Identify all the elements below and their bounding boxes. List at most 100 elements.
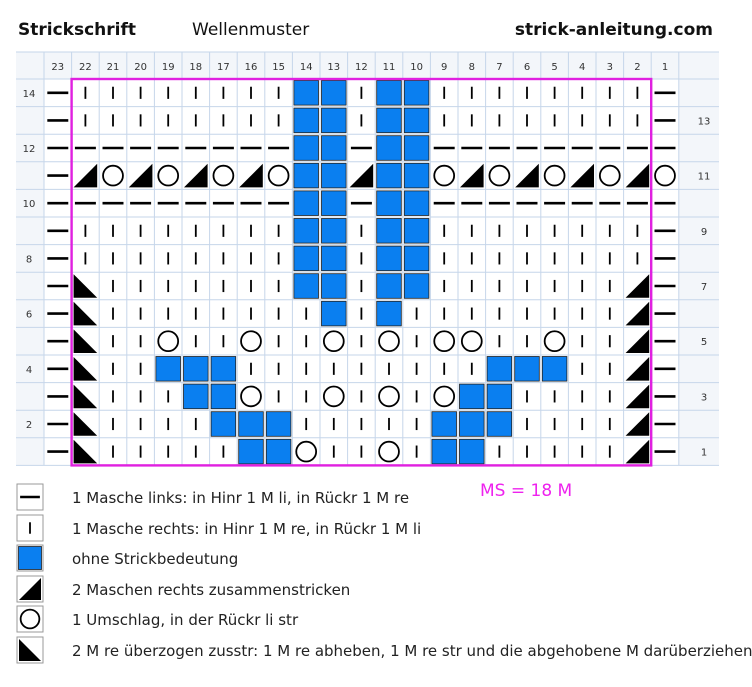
no-stitch-cell [293, 107, 319, 134]
k2tog-symbol [349, 163, 374, 188]
k2tog-symbol [570, 163, 594, 188]
ssk-symbol [73, 274, 98, 298]
k2tog-symbol [625, 329, 650, 353]
no-stitch-cell [486, 356, 513, 382]
column-number: 6 [524, 62, 530, 73]
ssk-symbol [73, 412, 98, 436]
no-stitch-cell [403, 218, 430, 244]
row-number-right: 13 [698, 116, 711, 127]
no-stitch-cell [321, 190, 347, 216]
ssk-symbol [73, 439, 98, 464]
no-stitch-cell [265, 411, 292, 437]
no-stitch-cell [210, 411, 237, 437]
yarn-over-symbol [212, 164, 235, 187]
no-stitch-cell [321, 107, 347, 134]
yarn-over-symbol [543, 164, 566, 187]
column-number: 22 [79, 62, 92, 73]
legend-text: 2 Maschen rechts zusammenstricken [72, 580, 351, 599]
no-stitch-cell [403, 80, 430, 106]
no-stitch-cell [321, 218, 347, 244]
column-number: 2 [634, 62, 640, 73]
no-stitch-cell-legend-icon [16, 544, 44, 572]
k2tog-symbol [460, 163, 484, 188]
yarn-over-symbol [543, 330, 566, 353]
column-number: 23 [51, 62, 64, 73]
no-stitch-cell [321, 162, 347, 189]
yarn-over-legend-icon [16, 605, 44, 633]
no-stitch-cell [321, 135, 347, 161]
yarn-over-symbol [433, 164, 456, 187]
purl-stitch-legend-icon [16, 483, 44, 511]
yarn-over-symbol [240, 385, 262, 408]
column-number: 15 [272, 62, 285, 73]
column-number: 3 [607, 62, 613, 73]
k2tog-symbol [625, 439, 650, 464]
column-number: 4 [579, 62, 585, 73]
legend-item: 2 M re überzogen zusstr: 1 M re abheben,… [16, 635, 752, 665]
row-number-left: 10 [23, 199, 36, 210]
legend-item: 1 Masche links: in Hinr 1 M li, in Rückr… [16, 482, 736, 512]
no-stitch-cell [155, 356, 181, 382]
column-number: 10 [410, 62, 423, 73]
stitch-repeat-border [70, 77, 653, 467]
yarn-over-symbol [378, 385, 400, 408]
no-stitch-cell [376, 135, 402, 161]
column-number: 19 [162, 62, 175, 73]
legend-text: 1 Masche links: in Hinr 1 M li, in Rückr… [72, 489, 410, 507]
no-stitch-cell [376, 190, 402, 216]
no-stitch-cell [403, 162, 430, 189]
legend-text: ohne Strickbedeutung [72, 550, 239, 568]
no-stitch-cell [293, 80, 319, 106]
k2tog-symbol [625, 384, 650, 409]
yarn-over-symbol [267, 164, 290, 187]
row-number-left: 8 [26, 254, 32, 265]
no-stitch-cell [376, 245, 402, 272]
yarn-over-symbol [102, 164, 124, 187]
row-number-right: 9 [701, 227, 707, 238]
no-stitch-cell [459, 383, 485, 410]
column-number: 20 [134, 62, 147, 73]
yarn-over-symbol [157, 164, 180, 187]
column-number: 17 [217, 62, 230, 73]
column-number: 14 [300, 62, 313, 73]
site-name: strick-anleitung.com [514, 20, 713, 40]
yarn-over-symbol [378, 440, 400, 463]
pattern-name: Wellenmuster [192, 20, 310, 40]
ssk-symbol [73, 384, 98, 409]
no-stitch-cell [210, 383, 237, 410]
yarn-over-symbol [654, 164, 676, 187]
k2tog-symbol [625, 412, 650, 436]
no-stitch-cell [293, 190, 319, 216]
yarn-over-symbol [460, 330, 483, 353]
no-stitch-cell [431, 411, 457, 437]
legend-item: ohne Strickbedeutung [16, 543, 736, 573]
legend-text: 1 Umschlag, in der Rückr li str [72, 611, 299, 629]
k2tog-symbol [625, 163, 650, 188]
no-stitch-cell [183, 356, 209, 382]
column-number: 21 [107, 62, 120, 73]
column-number: 5 [551, 62, 557, 73]
legend-item: 2 Maschen rechts zusammenstricken [16, 574, 736, 604]
no-stitch-cell [293, 218, 319, 244]
no-stitch-cell [321, 273, 347, 299]
no-stitch-cell [293, 245, 319, 272]
no-stitch-cell [376, 80, 402, 106]
no-stitch-cell [403, 135, 430, 161]
no-stitch-cell [459, 411, 485, 437]
no-stitch-cell [321, 300, 347, 327]
legend-text: 2 M re überzogen zusstr: 1 M re abheben,… [72, 641, 752, 660]
row-number-right: 3 [701, 392, 707, 403]
no-stitch-cell [514, 356, 540, 382]
k2tog-symbol [128, 163, 153, 188]
yarn-over-symbol [322, 385, 345, 408]
no-stitch-cell [403, 273, 430, 299]
yarn-over-symbol [378, 330, 400, 353]
k2tog-symbol [625, 357, 650, 381]
k2tog-symbol [239, 163, 263, 188]
legend-text: 1 Masche rechts: in Hinr 1 M re, in Rück… [72, 519, 422, 538]
yarn-over-symbol [433, 330, 456, 353]
column-number: 7 [496, 62, 502, 73]
ssk-symbol [73, 357, 98, 381]
row-number-left: 6 [26, 310, 32, 321]
